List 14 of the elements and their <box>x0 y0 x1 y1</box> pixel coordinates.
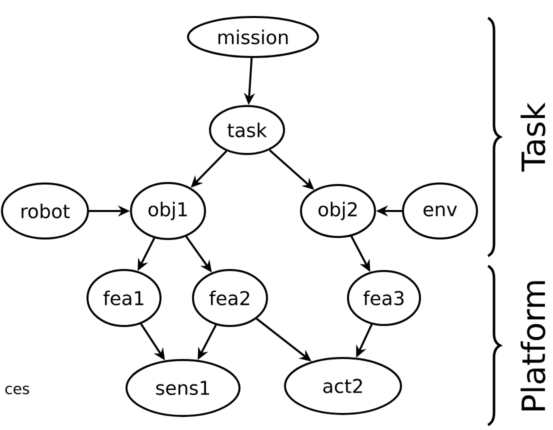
cut-off-text: ces <box>5 386 30 394</box>
ellipse-node: sens1 <box>126 358 240 417</box>
ellipse-node: obj1 <box>130 182 206 240</box>
ellipse-node: robot <box>1 182 89 240</box>
ellipse-node: env <box>402 182 478 240</box>
ellipse-node: act2 <box>284 356 402 415</box>
ellipse-node: task <box>209 105 285 155</box>
section-label: Task <box>520 102 546 172</box>
ellipse-node: mission <box>187 16 319 58</box>
ellipse-node: obj2 <box>300 184 376 238</box>
ellipse-node: fea2 <box>192 268 268 327</box>
section-label: Platform <box>520 281 546 410</box>
ellipse-node: fea1 <box>86 268 162 327</box>
ellipse-node: fea3 <box>347 270 421 326</box>
